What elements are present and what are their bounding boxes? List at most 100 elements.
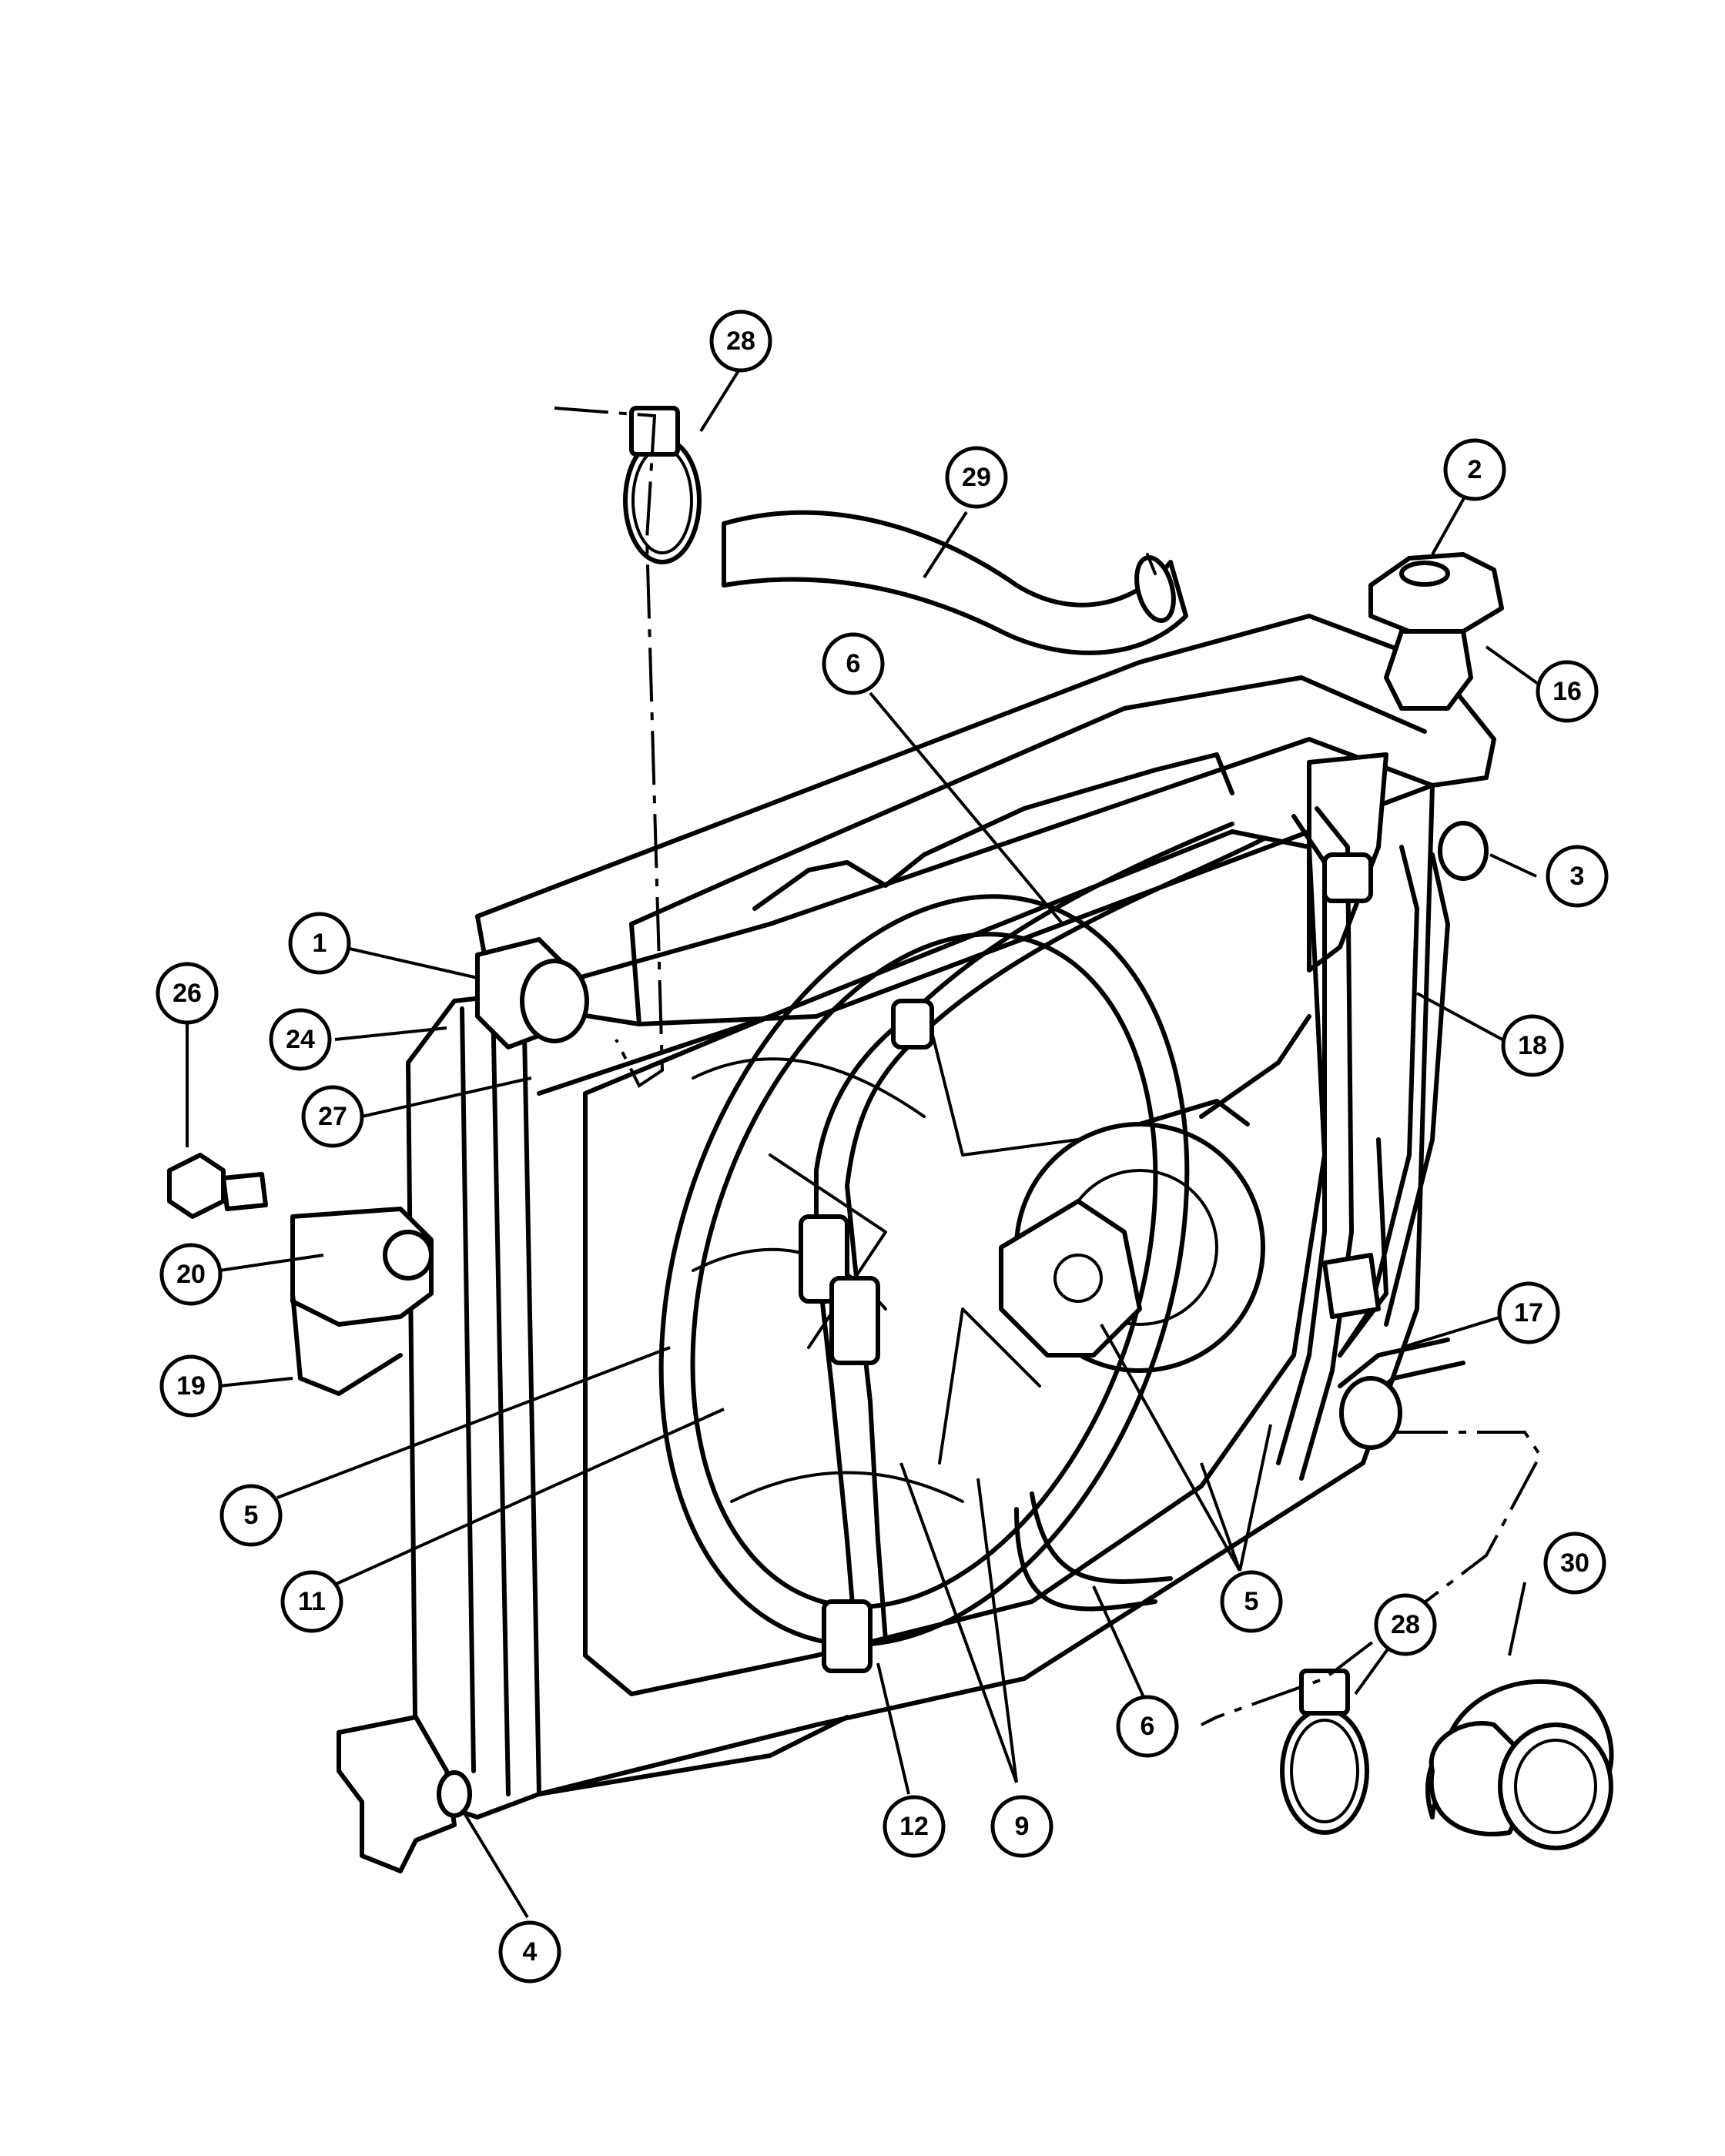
callout-label: 28	[726, 326, 755, 356]
callout-circle	[156, 962, 219, 1025]
callout-circle	[1546, 845, 1609, 908]
callout-label: 16	[1552, 677, 1582, 706]
callout-6-top: 6	[822, 632, 885, 695]
callout-3: 3	[1546, 845, 1609, 908]
callout-circle	[498, 1920, 561, 1984]
callout-label: 18	[1518, 1031, 1547, 1060]
callout-label: 24	[286, 1025, 315, 1054]
leader-9	[899, 1462, 1018, 1783]
callout-18: 18	[1501, 1014, 1564, 1077]
lower-radiator-hose	[1425, 1679, 1614, 1850]
outlet-fitting	[1322, 1253, 1402, 1450]
callout-label: 5	[244, 1501, 259, 1530]
callout-26: 26	[156, 962, 219, 1025]
leader-11	[330, 1408, 725, 1588]
leader-6b	[1092, 1585, 1149, 1706]
leader-29	[923, 511, 968, 579]
callout-circle	[301, 1085, 364, 1148]
callout-6-bottom: 6	[1116, 1695, 1179, 1758]
callout-circle	[1543, 1532, 1606, 1595]
callout-circle	[945, 446, 1008, 509]
callout-11: 11	[280, 1570, 343, 1633]
callout-20: 20	[159, 1243, 223, 1306]
callout-28-bottom: 28	[1374, 1593, 1437, 1656]
upper-insulator	[1438, 821, 1489, 881]
callout-5-right: 5	[1220, 1570, 1283, 1633]
callout-label: 12	[899, 1812, 929, 1841]
hose-clamp-lower	[1280, 1669, 1369, 1835]
upper-radiator-hose	[722, 510, 1188, 655]
callout-17: 17	[1497, 1281, 1560, 1344]
callout-label: 28	[1391, 1610, 1420, 1639]
callout-circle	[159, 1354, 223, 1418]
callout-4: 4	[498, 1920, 561, 1984]
leader-1	[342, 946, 478, 979]
callout-label: 2	[1468, 455, 1482, 484]
callout-label: 27	[318, 1102, 347, 1131]
callouts: 28 29 2 16 6 3 1 26	[156, 310, 1609, 1984]
callout-label: 20	[176, 1260, 206, 1289]
transmission-oil-cooler-lines	[799, 806, 1465, 1673]
callout-circle	[822, 632, 885, 695]
lower-hose-phantom-line	[1201, 1431, 1542, 1726]
callout-circle	[288, 912, 351, 975]
callout-label: 30	[1560, 1548, 1589, 1578]
callout-12: 12	[883, 1795, 946, 1858]
callout-16: 16	[1536, 660, 1599, 723]
hose-clamp-upper	[623, 406, 702, 564]
callout-label: 11	[298, 1587, 326, 1616]
leader-2	[1431, 492, 1469, 555]
leader-12	[876, 1662, 910, 1795]
callout-1: 1	[288, 912, 351, 975]
inlet-fitting	[475, 937, 589, 1050]
upper-hose-phantom-line	[554, 407, 665, 1088]
leader-28a	[699, 368, 741, 433]
radiator-cap	[1368, 552, 1504, 711]
leader-5a	[276, 1346, 671, 1499]
leader-18	[1416, 992, 1510, 1045]
leader-6a	[869, 691, 1064, 926]
leader-16	[1485, 645, 1542, 687]
fan-shroud	[583, 752, 1327, 1696]
callout-label: 4	[523, 1937, 538, 1967]
callout-label: 26	[172, 979, 202, 1008]
callout-19: 19	[159, 1354, 223, 1418]
callout-29: 29	[945, 446, 1008, 509]
callout-27: 27	[301, 1085, 364, 1148]
leader-24	[334, 1026, 447, 1041]
callout-circle	[1497, 1281, 1560, 1344]
leader-4	[461, 1808, 529, 1919]
mounting-bolt	[167, 1153, 268, 1219]
callout-label: 3	[1570, 862, 1585, 891]
callout-label: 29	[962, 463, 991, 492]
drain-cock	[437, 1770, 472, 1818]
callout-28-top: 28	[709, 310, 772, 373]
callout-circle	[883, 1795, 946, 1858]
leader-20	[219, 1254, 324, 1272]
callout-circle	[1501, 1014, 1564, 1077]
callout-circle	[709, 310, 772, 373]
callout-circle	[280, 1570, 343, 1633]
leader-5b	[1100, 1324, 1272, 1572]
callout-circle	[219, 1484, 283, 1547]
callout-label: 6	[846, 649, 861, 678]
leader-30	[1508, 1582, 1526, 1656]
leader-3	[1489, 853, 1537, 878]
callout-24: 24	[269, 1008, 332, 1071]
leader-19	[219, 1377, 293, 1388]
callout-label: 17	[1514, 1298, 1543, 1327]
callout-label: 1	[313, 929, 327, 958]
callout-30: 30	[1543, 1532, 1606, 1595]
lower-mount-bracket	[290, 1207, 434, 1396]
callout-circle	[1443, 438, 1506, 501]
callout-label: 9	[1015, 1812, 1030, 1841]
leader-17	[1401, 1315, 1502, 1349]
callout-circle	[1116, 1695, 1179, 1758]
callout-circle	[1536, 660, 1599, 723]
callout-label: 5	[1244, 1587, 1259, 1616]
callout-label: 19	[176, 1371, 206, 1401]
callout-9: 9	[990, 1795, 1053, 1858]
callout-2: 2	[1443, 438, 1506, 501]
callout-circle	[269, 1008, 332, 1071]
